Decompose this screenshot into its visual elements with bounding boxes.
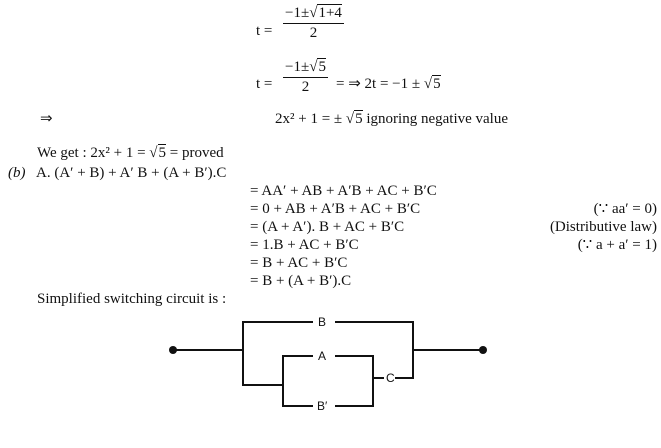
step1-lhs: t =	[256, 23, 273, 39]
conclusion-prefix: We get : 2x² + 1 =	[37, 145, 146, 161]
step-reason: (Distributive law)	[549, 219, 657, 235]
switch-b-label: B	[318, 315, 327, 329]
switch-b-prime-label: B′	[317, 399, 328, 413]
numerator-root: 1+4	[317, 4, 342, 21]
circuit-caption: Simplified switching circuit is :	[37, 291, 227, 307]
switch-a-label: A	[318, 349, 327, 363]
step2-rhs: = ⇒ 2t = −1 ± √5	[336, 75, 441, 92]
simplification-step: = B + (A + B′).C	[250, 273, 352, 289]
conclusion: We get : 2x² + 1 = √5 = proved	[37, 144, 224, 161]
part-b-expression: A. (A′ + B) + A′ B + (A + B′).C	[36, 165, 227, 181]
step2-fraction: −1±√5 2	[283, 58, 328, 95]
step-reason: (∵ aa′ = 0)	[593, 201, 657, 217]
denominator: 2	[301, 79, 310, 95]
step1-fraction: −1±√1+4 2	[283, 4, 344, 41]
numerator-root: 5	[317, 58, 326, 75]
rhs-prefix: = ⇒ 2t = −1 ±	[336, 76, 421, 92]
conclusion-root: 5	[157, 144, 167, 161]
simplification-step: = AA′ + AB + A′B + AC + B′C	[250, 183, 437, 199]
step-reason: (∵ a + a′ = 1)	[577, 237, 657, 253]
implies-arrow: ⇒	[40, 111, 53, 127]
inner-right-wire	[335, 355, 374, 407]
part-b-label: (b)	[8, 165, 26, 181]
simplification-step: = (A + A′). B + AC + B′C	[250, 219, 405, 235]
input-terminal	[169, 346, 177, 354]
simplification-step: = 1.B + AC + B′C	[250, 237, 359, 253]
output-terminal	[479, 346, 487, 354]
switch-c-label: C	[386, 371, 395, 385]
step3-equation: 2x² + 1 = ± √5 ignoring negative value	[275, 110, 509, 127]
numerator-prefix: −1±	[285, 59, 310, 75]
numerator-prefix: −1±	[285, 5, 310, 21]
inner-left-wire	[282, 355, 313, 407]
left-branch-wire	[242, 321, 313, 386]
denominator: 2	[309, 25, 318, 41]
text-suffix: ignoring negative value	[366, 111, 509, 127]
simplification-step: = 0 + AB + A′B + AC + B′C	[250, 201, 421, 217]
simplification-step: = B + AC + B′C	[250, 255, 348, 271]
step2-lhs: t =	[256, 76, 273, 92]
root: 5	[354, 110, 363, 127]
text-prefix: 2x² + 1 = ±	[275, 111, 343, 127]
conclusion-suffix: = proved	[169, 145, 224, 161]
rhs-root: 5	[432, 75, 441, 92]
